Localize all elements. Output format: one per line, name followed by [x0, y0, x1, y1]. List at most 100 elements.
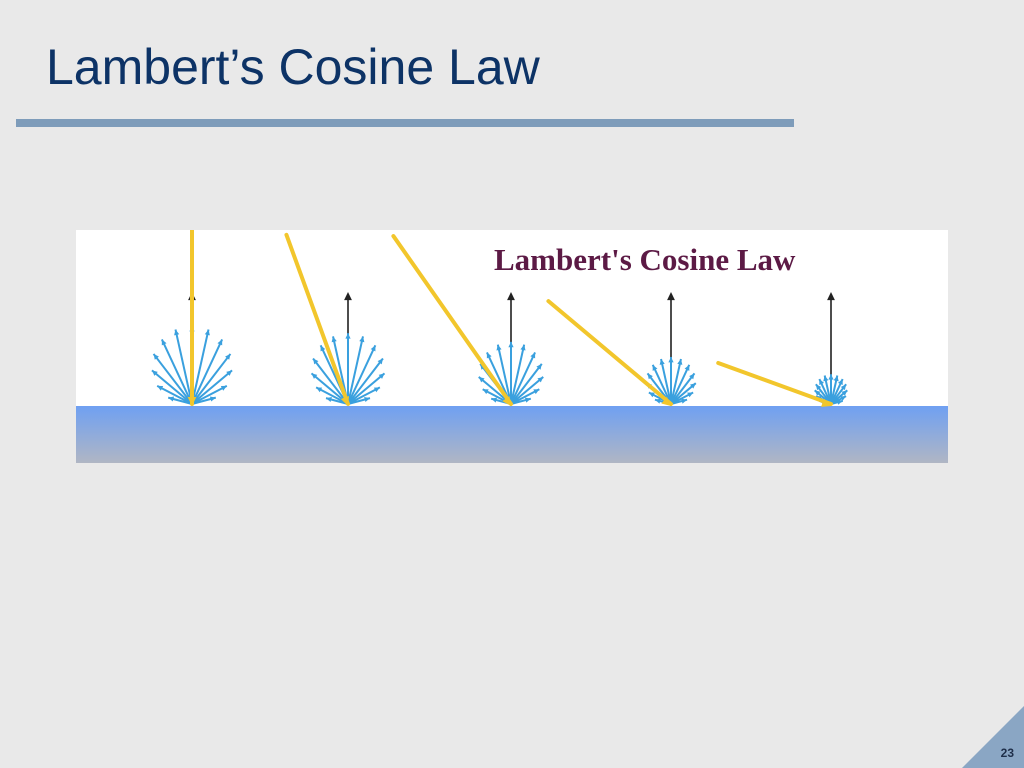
reflected-ray	[347, 357, 384, 405]
reflected-ray-arrowhead	[491, 397, 498, 403]
reflecting-surface	[76, 406, 948, 463]
reflected-ray-arrowhead	[508, 341, 514, 348]
reflected-ray-arrowhead	[226, 370, 233, 376]
reflected-ray-arrowhead	[689, 373, 695, 380]
reflected-ray-arrowhead	[819, 379, 825, 386]
reflected-ray	[670, 364, 691, 405]
reflected-ray	[174, 329, 193, 405]
reflected-ray-arrowhead	[225, 353, 231, 360]
reflected-ray-arrowhead	[364, 396, 370, 403]
reflected-ray-arrowhead	[536, 363, 542, 370]
reflected-ray-arrowhead	[537, 376, 544, 383]
normal-arrowhead	[344, 292, 352, 301]
reflected-ray-arrowhead	[168, 396, 175, 402]
reflected-ray-arrowhead	[815, 384, 822, 391]
normal-arrowhead	[827, 292, 835, 301]
reflected-ray	[670, 372, 696, 405]
reflected-ray-arrowhead	[823, 375, 829, 382]
reflected-ray	[151, 369, 193, 405]
reflected-ray-arrowhead	[316, 387, 323, 393]
reflected-ray	[315, 386, 349, 405]
normal-arrowhead	[667, 292, 675, 301]
incident-ray	[284, 232, 350, 406]
reflected-ray-arrowhead	[520, 344, 526, 351]
title-underline	[16, 119, 794, 127]
reflected-ray	[312, 357, 349, 405]
reflected-ray	[496, 344, 512, 405]
reflected-ray-arrowhead	[359, 336, 365, 343]
reflection-case	[716, 292, 848, 407]
reflected-ray-arrowhead	[377, 358, 383, 365]
incident-ray	[546, 299, 673, 406]
reflected-ray-arrowhead	[320, 345, 326, 352]
reflected-ray-arrowhead	[326, 396, 332, 403]
reflected-ray	[191, 369, 233, 405]
reflected-ray-arrowhead	[648, 392, 655, 398]
reflected-ray-arrowhead	[647, 373, 653, 380]
reflected-ray	[191, 384, 228, 405]
reflected-ray	[510, 352, 536, 405]
reflected-ray-arrowhead	[311, 373, 318, 379]
reflected-ray-arrowhead	[174, 329, 180, 336]
normal-arrowhead	[507, 292, 515, 301]
reflected-ray-arrowhead	[659, 359, 665, 365]
reflection-case	[151, 230, 233, 406]
reflected-ray-arrowhead	[687, 392, 694, 398]
reflected-ray	[191, 338, 224, 405]
lambert-diagram-svg: Lambert's Cosine Law	[76, 230, 948, 463]
incident-ray-arrowhead	[661, 396, 671, 406]
reflected-ray-arrowhead	[668, 356, 674, 363]
reflected-ray-arrowhead	[220, 385, 227, 391]
reflection-case	[284, 232, 386, 406]
incident-ray	[391, 234, 513, 406]
reflected-ray	[510, 344, 526, 405]
reflected-ray-arrowhead	[533, 389, 540, 395]
reflected-ray-arrowhead	[689, 383, 696, 389]
reflected-ray-arrowhead	[157, 385, 164, 391]
reflected-ray	[156, 384, 193, 405]
reflected-ray	[160, 338, 193, 405]
incident-ray-arrowhead	[821, 398, 831, 407]
reflected-ray-arrowhead	[373, 387, 380, 393]
reflected-ray	[347, 344, 377, 405]
reflected-ray-arrowhead	[345, 333, 351, 339]
reflected-ray-arrowhead	[313, 358, 319, 365]
reflected-ray-arrowhead	[836, 399, 843, 405]
incident-ray-arrowhead	[502, 396, 511, 406]
reflected-ray-arrowhead	[814, 390, 821, 396]
reflected-ray-arrowhead	[677, 359, 683, 365]
reflected-ray-arrowhead	[841, 390, 848, 396]
reflected-ray-arrowhead	[161, 339, 167, 346]
reflected-ray-arrowhead	[530, 352, 536, 359]
reflected-ray	[347, 336, 364, 405]
reflected-ray-arrowhead	[204, 329, 210, 336]
reflected-ray-arrowhead	[833, 375, 839, 382]
reflected-ray-arrowhead	[828, 374, 834, 380]
reflected-ray-arrowhead	[654, 398, 661, 404]
incident-ray-arrowhead	[187, 396, 197, 406]
reflection-case	[546, 292, 697, 406]
reflected-ray	[347, 372, 386, 405]
reflected-ray-arrowhead	[378, 373, 385, 379]
reflected-ray	[510, 363, 543, 405]
reflected-ray-arrowhead	[482, 389, 489, 395]
page-corner-decoration	[962, 706, 1024, 768]
diagram-heading: Lambert's Cosine Law	[494, 242, 796, 277]
incident-ray-arrowhead	[340, 396, 350, 406]
reflected-ray-arrowhead	[217, 339, 223, 346]
incident-ray	[716, 360, 833, 406]
reflected-ray	[660, 358, 672, 405]
reflected-ray-arrowhead	[652, 364, 658, 371]
slide-title: Lambert’s Cosine Law	[46, 39, 540, 95]
reflected-ray	[651, 364, 672, 405]
reflected-ray-arrowhead	[478, 376, 485, 383]
page-number: 23	[1000, 746, 1014, 760]
reflected-ray	[191, 353, 232, 405]
reflected-ray-arrowhead	[209, 396, 216, 402]
reflected-ray	[510, 376, 544, 405]
reflected-ray-arrowhead	[837, 379, 843, 386]
reflected-ray-arrowhead	[840, 384, 847, 391]
reflected-ray-arrowhead	[496, 344, 502, 351]
reflected-ray-arrowhead	[151, 370, 158, 376]
reflected-ray	[152, 353, 193, 405]
